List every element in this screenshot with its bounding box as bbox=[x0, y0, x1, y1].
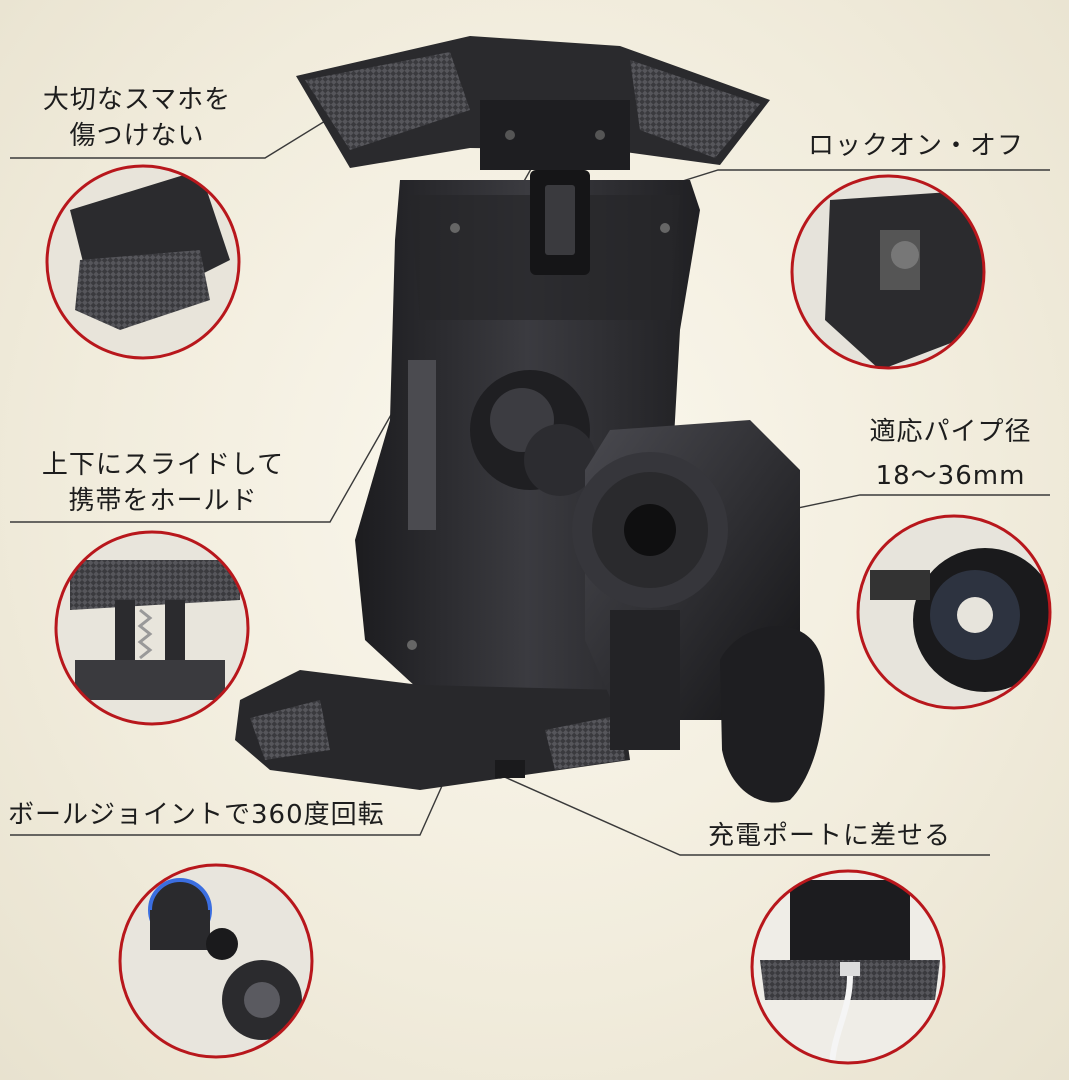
label-pipe: 適応パイプ径 18～36mm bbox=[848, 414, 1053, 494]
label-slide-line2: 携帯をホールド bbox=[68, 486, 258, 516]
label-protect-line1: 大切なスマホを bbox=[42, 85, 232, 115]
label-protect: 大切なスマホを 傷つけない bbox=[22, 82, 252, 154]
pipe-clamp-detail-icon bbox=[856, 514, 1052, 710]
ball-joint-detail-icon bbox=[118, 863, 314, 1059]
callout-ball bbox=[120, 865, 312, 1057]
label-ball-joint: ボールジョイントで360度回転 bbox=[8, 800, 385, 830]
label-lock: ロックオン・オフ bbox=[808, 131, 1025, 161]
label-slide-line1: 上下にスライドして bbox=[41, 450, 285, 480]
label-pipe-line1: 適応パイプ径 bbox=[869, 417, 1032, 447]
callout-lock bbox=[792, 176, 984, 368]
charge-port-detail-icon bbox=[750, 869, 946, 1065]
spring-slider-detail-icon bbox=[54, 530, 250, 726]
callout-protect bbox=[47, 166, 239, 358]
label-slide: 上下にスライドして 携帯をホールド bbox=[18, 447, 308, 519]
label-charge-port: 充電ポートに差せる bbox=[708, 821, 952, 851]
callout-slide bbox=[56, 532, 248, 724]
phone-holder-product bbox=[235, 36, 825, 803]
callout-pipe bbox=[858, 516, 1050, 708]
callout-charge bbox=[752, 871, 944, 1063]
label-protect-line2: 傷つけない bbox=[69, 121, 205, 151]
label-pipe-line2: 18～36mm bbox=[875, 461, 1026, 491]
lock-latch-detail-icon bbox=[790, 174, 986, 370]
rubber-claw-detail-icon bbox=[45, 164, 241, 360]
